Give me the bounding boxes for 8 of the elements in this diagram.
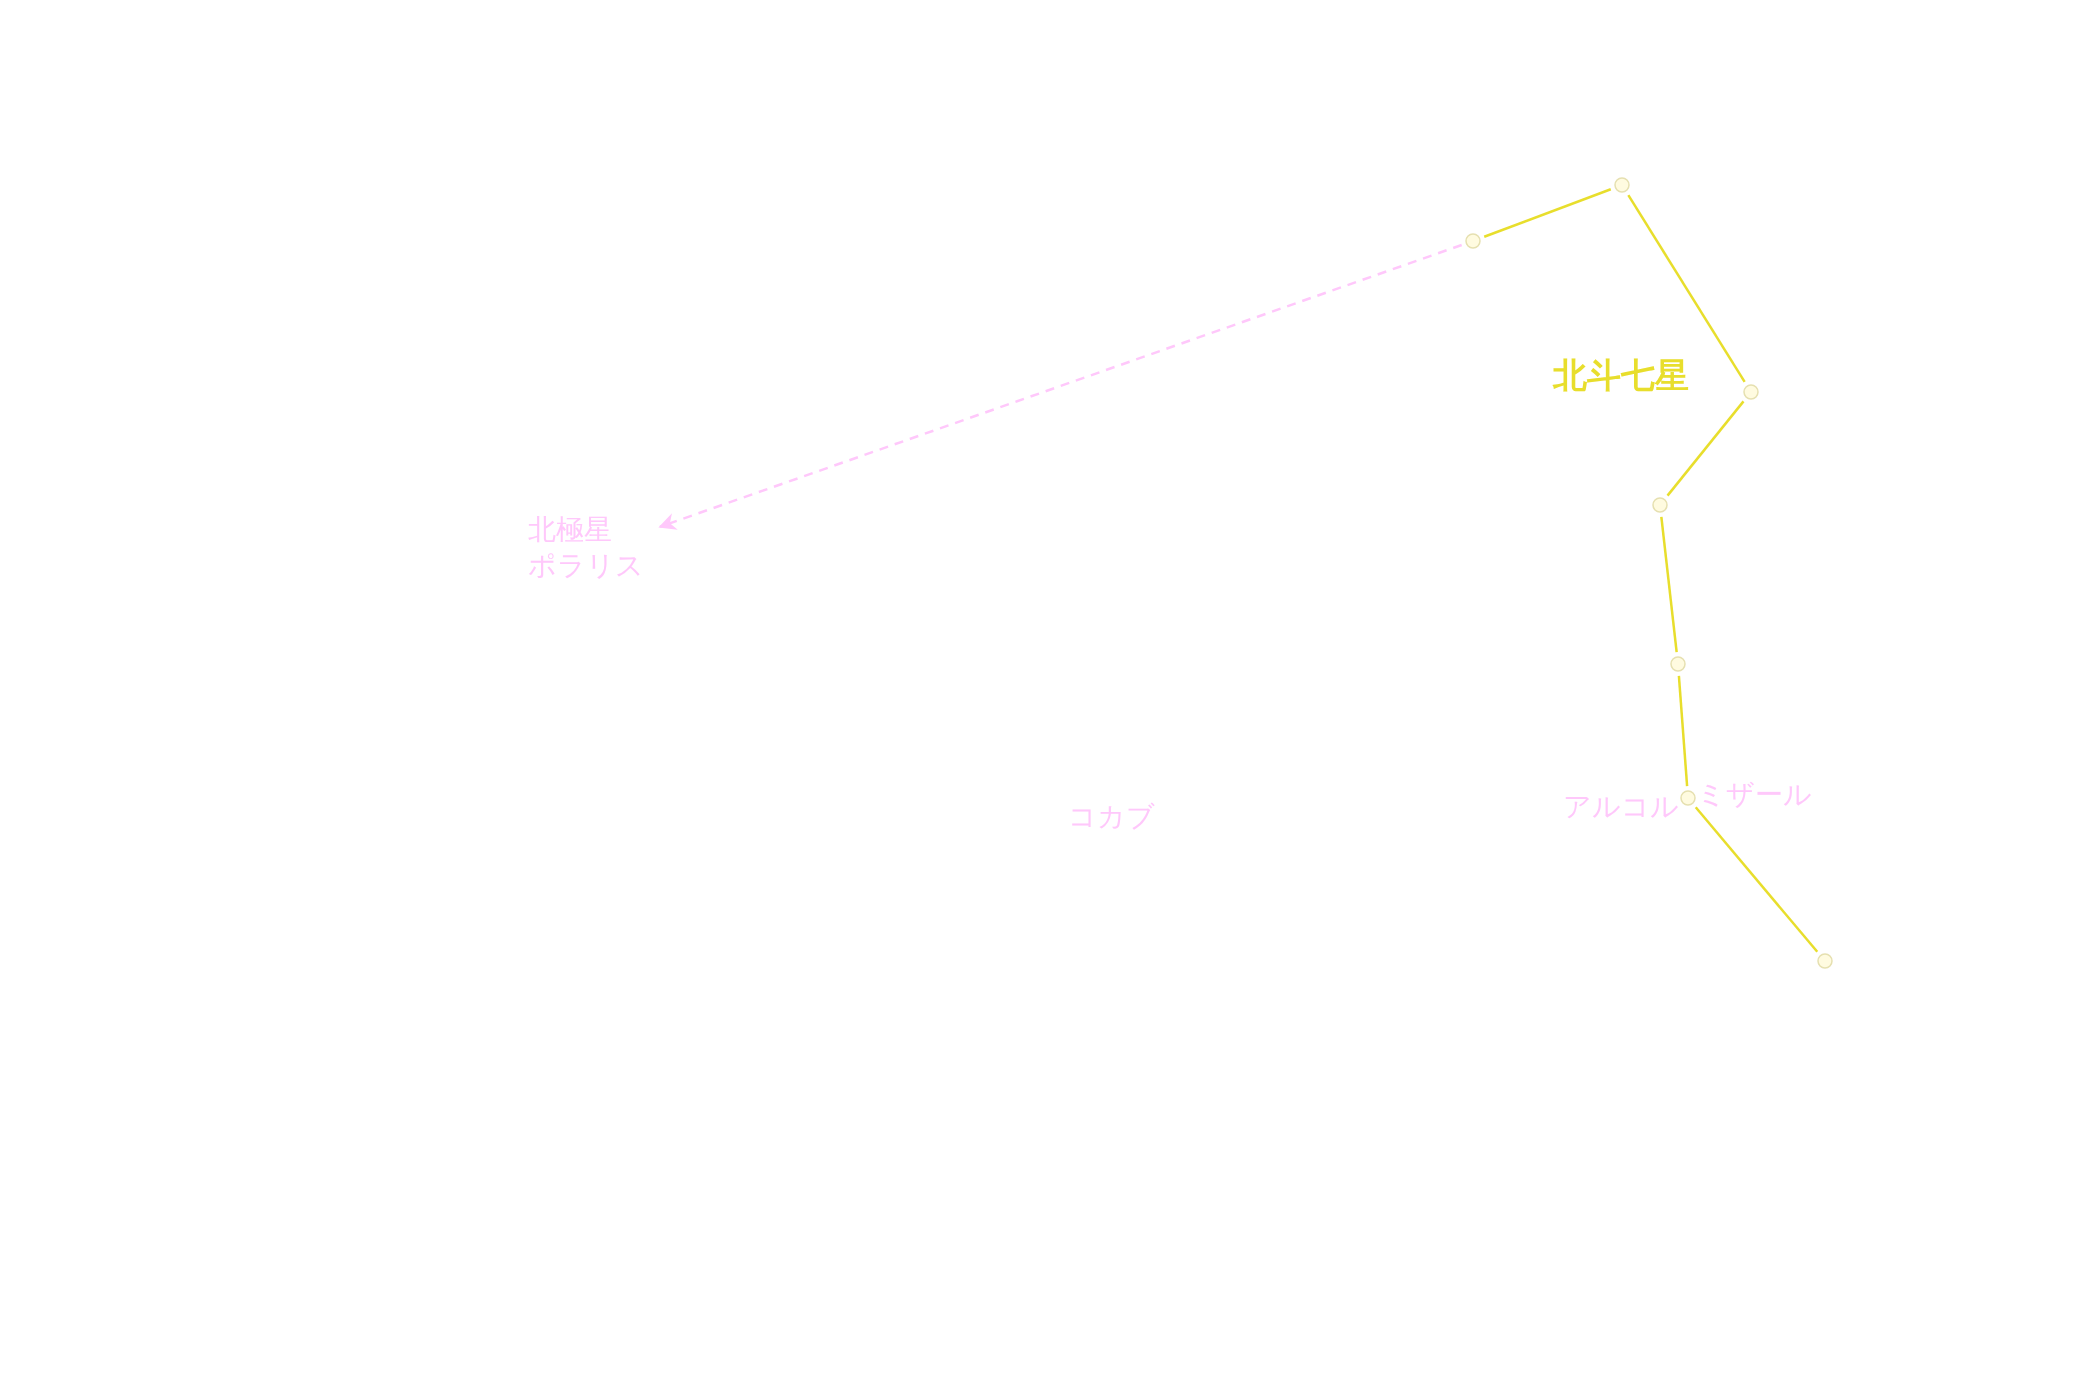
constellation-line <box>1677 675 1689 787</box>
dashed-arrow <box>658 243 1463 530</box>
constellation-line <box>1660 516 1678 653</box>
constellation-line <box>1627 194 1746 383</box>
constellation-name: 北斗七星 <box>1553 355 1689 396</box>
constellation-line <box>1694 806 1819 953</box>
constellation-line <box>1483 188 1612 238</box>
constellation-line <box>1666 400 1745 497</box>
